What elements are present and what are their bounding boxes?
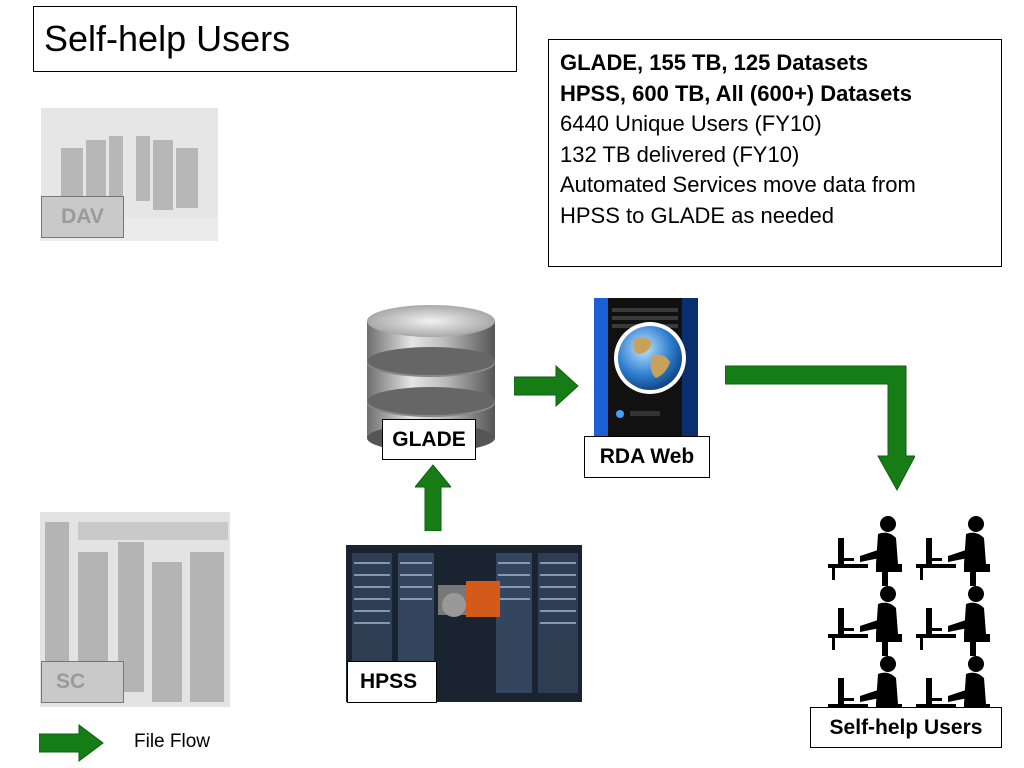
green-arrow-icon [38, 724, 105, 762]
file-flow-arrow [513, 364, 580, 408]
info-line: 132 TB delivered (FY10) [560, 141, 800, 167]
info-line: 6440 Unique Users (FY10) [560, 111, 822, 136]
rda-web-label: RDA Web [584, 436, 710, 478]
glade-label: GLADE [382, 419, 476, 460]
dav-label: DAV [41, 196, 124, 238]
info-line: HPSS to GLADE as needed [560, 202, 834, 228]
info-line: Automated Services move data from [560, 172, 916, 197]
sc-label: SC [41, 661, 124, 703]
info-box: GLADE, 155 TB, 125 Datasets HPSS, 600 TB… [548, 39, 1002, 267]
page-title: Self-help Users [33, 6, 517, 72]
server-globe-icon [590, 296, 700, 438]
tape-library-icon [346, 545, 582, 702]
hpss-label: HPSS [347, 661, 437, 703]
info-line: HPSS, 600 TB, All (600+) Datasets [560, 80, 912, 106]
self-help-users-label: Self-help Users [810, 707, 1002, 748]
file-flow-arrow [413, 463, 453, 532]
users-at-desks-icon [826, 508, 1002, 726]
file-flow-arrow [724, 364, 916, 492]
legend-label: File Flow [134, 731, 211, 752]
info-line: GLADE, 155 TB, 125 Datasets [560, 50, 869, 75]
